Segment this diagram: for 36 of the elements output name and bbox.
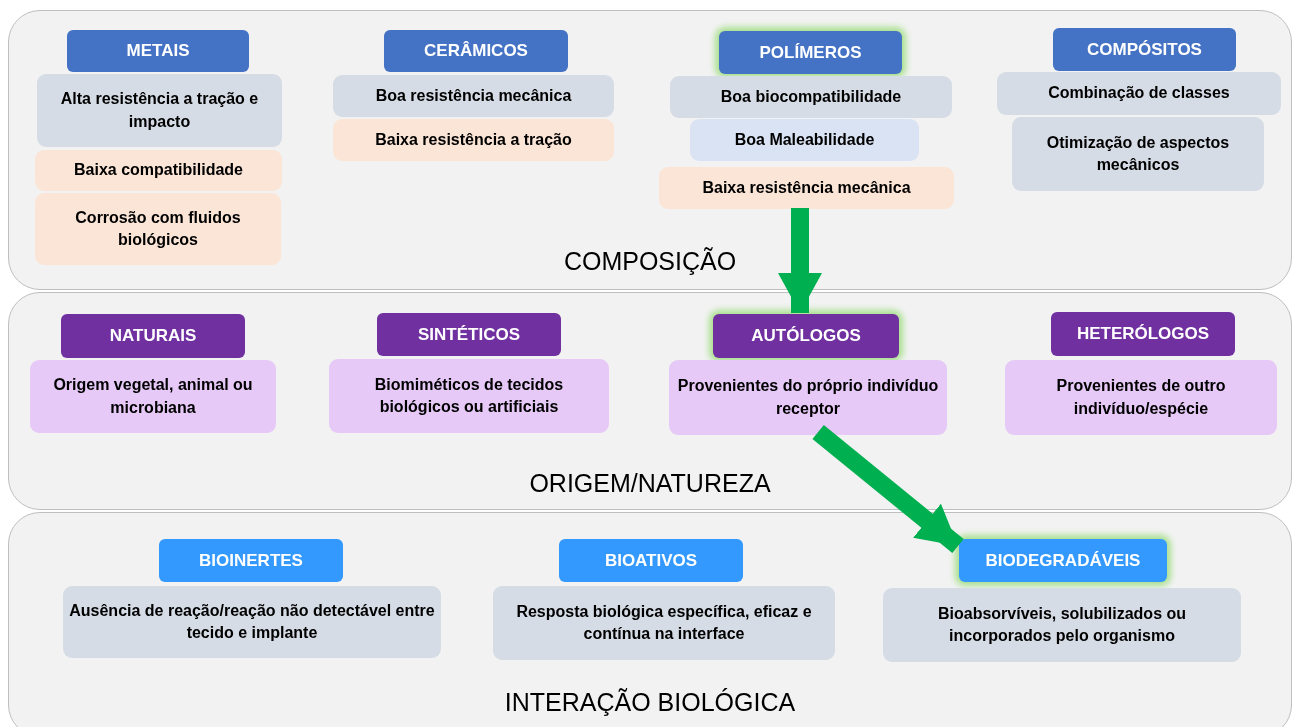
property-box: Ausência de reação/reação não detectável entre tecido e implante: [63, 586, 441, 658]
panel-title: COMPOSIÇÃO: [562, 247, 738, 276]
category-label: AUTÓLOGOS: [713, 314, 899, 358]
category-label: COMPÓSITOS: [1053, 28, 1236, 71]
property-box: Alta resistência a tração e impacto: [37, 74, 282, 147]
category-panel: [8, 292, 1292, 510]
property-box: Combinação de classes: [997, 72, 1281, 115]
property-box: Otimização de aspectos mecânicos: [1012, 117, 1264, 191]
property-box: Origem vegetal, animal ou microbiana: [30, 360, 276, 433]
property-box: Provenientes de outro indivíduo/espécie: [1005, 360, 1277, 435]
arrow: [778, 208, 822, 313]
property-box: Bioabsorvíveis, solubilizados ou incorporados pelo organismo: [883, 588, 1241, 662]
category-label: SINTÉTICOS: [377, 313, 561, 356]
panel-title: INTERAÇÃO BIOLÓGICA: [503, 688, 797, 717]
property-box: Resposta biológica específica, eficaz e contínua na interface: [493, 586, 835, 660]
property-box: Boa resistência mecânica: [333, 75, 614, 117]
category-label: BIOINERTES: [159, 539, 343, 582]
property-box: Corrosão com fluidos biológicos: [35, 193, 281, 265]
property-box: Baixa resistência mecânica: [659, 167, 954, 209]
arrow: [812, 425, 964, 553]
category-label: METAIS: [67, 30, 249, 72]
property-box: Provenientes do próprio indivíduo receptor: [669, 360, 947, 435]
property-box: Boa biocompatibilidade: [670, 76, 952, 118]
category-label: CERÂMICOS: [384, 30, 568, 72]
property-box: Baixa resistência a tração: [333, 119, 614, 161]
category-label: HETERÓLOGOS: [1051, 312, 1235, 356]
category-label: POLÍMEROS: [719, 31, 902, 74]
property-box: Baixa compatibilidade: [35, 150, 282, 191]
property-box: Boa Maleabilidade: [690, 119, 919, 161]
panel-title: ORIGEM/NATUREZA: [528, 469, 772, 498]
property-box: Biomiméticos de tecidos biológicos ou artificiais: [329, 359, 609, 433]
category-label: BIOATIVOS: [559, 539, 743, 582]
category-label: NATURAIS: [61, 314, 245, 358]
category-panel: [8, 512, 1292, 727]
category-label: BIODEGRADÁVEIS: [959, 539, 1167, 582]
category-panel: [8, 10, 1292, 290]
